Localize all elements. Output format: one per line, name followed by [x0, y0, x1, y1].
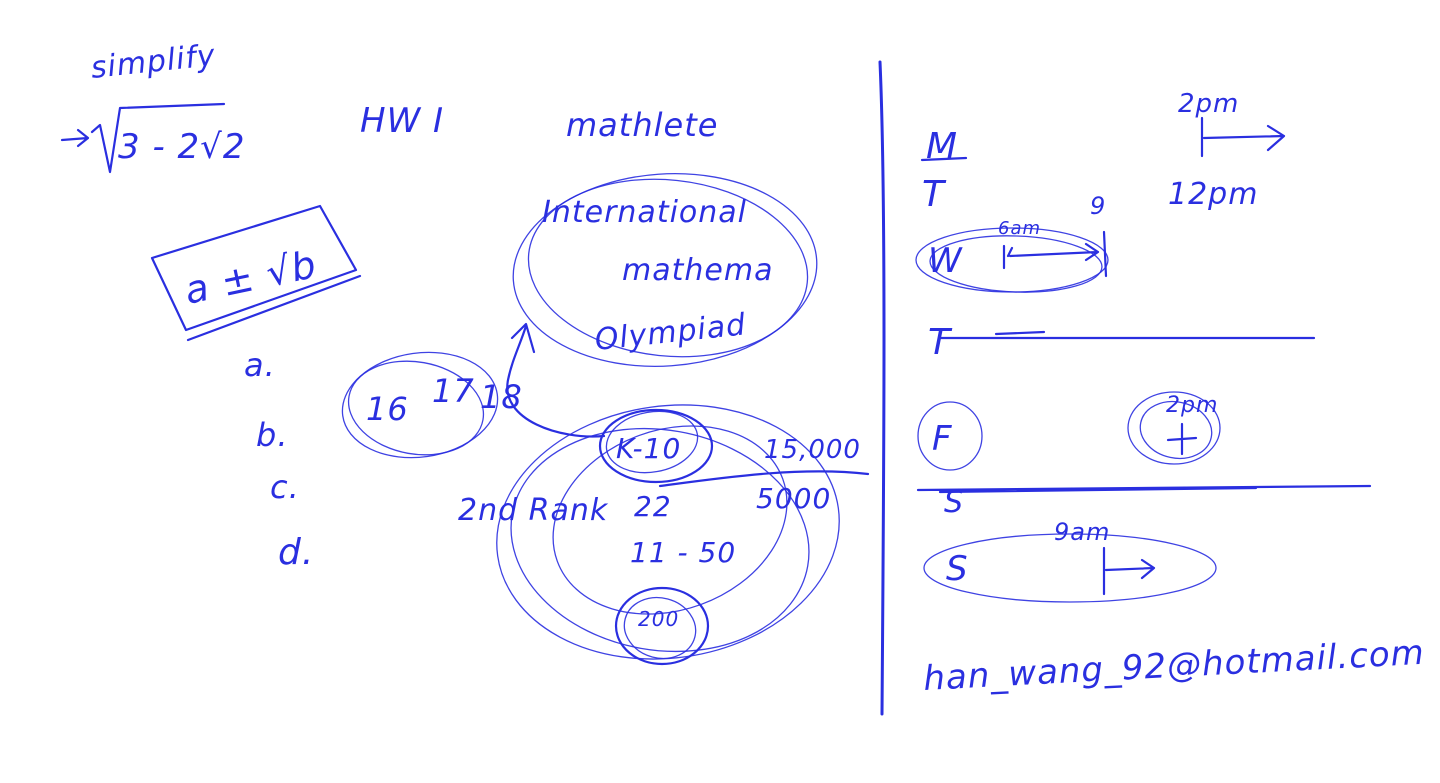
imo-line-3: Olympiad	[593, 307, 748, 358]
vertical-divider	[878, 60, 886, 716]
rank-value: 22	[634, 490, 672, 523]
mathlete-label: mathlete	[566, 106, 718, 144]
day-monday: M	[926, 126, 958, 167]
double-arrow-icon	[1002, 230, 1108, 278]
ages-circle	[341, 351, 499, 459]
option-a: a.	[244, 346, 276, 384]
time-9am: 9am	[1054, 518, 1110, 546]
day-tuesday: T	[922, 174, 947, 215]
count-5000: 5000	[756, 482, 831, 515]
radical-sign-icon	[90, 102, 226, 174]
age-16: 16	[366, 390, 409, 428]
saturday-line	[916, 484, 1372, 494]
small-circle	[614, 586, 710, 666]
option-c: c.	[270, 468, 300, 506]
small-value: 200	[638, 607, 679, 631]
friday-tick-icon	[1166, 422, 1198, 456]
thursday-line	[938, 330, 1316, 340]
email-address: han_wang_92@hotmail.com	[922, 633, 1425, 699]
arrow-right-icon	[60, 128, 90, 148]
simplify-label: simplify	[89, 38, 217, 86]
time-2pm-top: 2pm	[1178, 89, 1239, 119]
rank-circle-outer	[496, 404, 840, 660]
k10-circle	[598, 408, 714, 484]
time-2pm-friday: 2pm	[1166, 393, 1218, 418]
time-6am: 6am	[998, 218, 1041, 239]
count-15000: 15,000	[764, 435, 861, 465]
day-wednesday: W	[928, 241, 963, 281]
sunday-circle	[923, 533, 1217, 603]
friday-2pm-circle	[1127, 391, 1221, 465]
time-12pm: 12pm	[1168, 177, 1258, 212]
divider-stroke	[658, 470, 870, 488]
day-thursday: T	[928, 322, 953, 363]
k10-label: K-10	[616, 432, 681, 465]
hw-label: HW I	[360, 101, 444, 141]
imo-line-2: mathema	[622, 253, 773, 288]
arrow-right-icon-2pm	[1200, 116, 1286, 158]
age-17: 17	[432, 372, 475, 410]
radical-expression: 3 - 2√2	[118, 127, 245, 167]
option-b: b.	[256, 416, 288, 454]
imo-circle	[512, 172, 818, 368]
answer-form: a ± √b	[181, 242, 321, 313]
day-sunday: S	[946, 549, 969, 589]
rank-label: 2nd Rank	[458, 493, 609, 528]
time-9: 9	[1090, 192, 1106, 220]
imo-line-1: International	[542, 195, 747, 230]
answer-form-box	[150, 204, 362, 342]
day-friday: F	[932, 419, 953, 459]
friday-circle	[917, 401, 983, 471]
option-d: d.	[278, 532, 314, 573]
day-saturday: S	[944, 485, 964, 520]
arrow-right-icon-9am	[1102, 546, 1156, 596]
range-label: 11 - 50	[630, 536, 736, 569]
